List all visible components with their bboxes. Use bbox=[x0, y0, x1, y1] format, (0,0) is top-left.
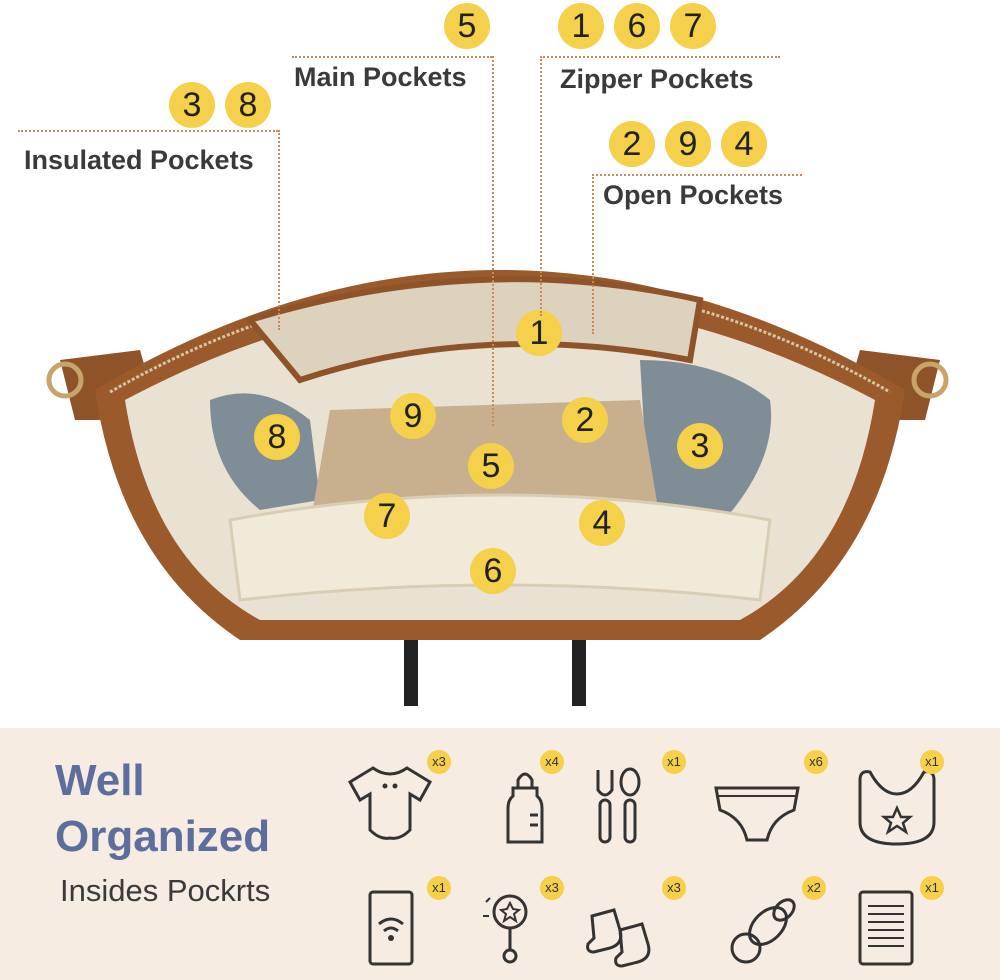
pocket-marker-5: 5 bbox=[468, 443, 514, 489]
count-onesie: x3 bbox=[427, 750, 451, 774]
open-pockets-label: Open Pockets bbox=[603, 180, 784, 210]
left-ring bbox=[46, 361, 84, 399]
zipper-pocket-number-6: 6 bbox=[614, 3, 660, 49]
rattle-icon bbox=[483, 894, 528, 964]
count-pacifier: x2 bbox=[802, 876, 826, 900]
diaper-icon bbox=[714, 786, 800, 842]
baby-onesie-icon bbox=[347, 766, 433, 840]
pacifier-icon bbox=[730, 898, 796, 964]
item-phone: x1 bbox=[352, 876, 462, 976]
item-socks: x3 bbox=[584, 876, 694, 976]
item-bottle: x4 bbox=[480, 750, 590, 850]
item-rattle: x3 bbox=[478, 876, 588, 976]
tablet-icon bbox=[858, 890, 914, 966]
open-pocket-number-9: 9 bbox=[665, 121, 711, 167]
pocket-marker-3: 3 bbox=[677, 423, 723, 469]
count-tablet: x1 bbox=[920, 876, 944, 900]
zipper-pocket-number-1: 1 bbox=[558, 3, 604, 49]
insulated-pocket-number-3: 3 bbox=[169, 82, 215, 128]
panel-subtitle: Insides Pockrts bbox=[60, 873, 271, 908]
count-spoon-fork: x1 bbox=[662, 750, 686, 774]
item-spoon-fork: x1 bbox=[590, 750, 700, 850]
pocket-marker-6: 6 bbox=[470, 548, 516, 594]
panel-title-line1: Well bbox=[55, 756, 145, 805]
panel-title-line2: Organized bbox=[55, 812, 271, 861]
bib-icon bbox=[858, 770, 936, 846]
item-diaper: x6 bbox=[712, 750, 828, 850]
zipper-pocket-number-7: 7 bbox=[670, 3, 716, 49]
open-pocket-number-2: 2 bbox=[609, 121, 655, 167]
zipper-pocket-top bbox=[244, 276, 704, 384]
phone-icon bbox=[368, 890, 414, 966]
item-onesie: x3 bbox=[345, 750, 455, 850]
spoon-fork-icon bbox=[596, 767, 641, 844]
item-bib: x1 bbox=[852, 750, 962, 850]
baby-bottle-icon bbox=[506, 772, 544, 844]
open-pocket-number-4: 4 bbox=[721, 121, 767, 167]
item-tablet: x1 bbox=[852, 876, 962, 976]
socks-icon bbox=[586, 908, 651, 968]
pocket-marker-1: 1 bbox=[516, 310, 562, 356]
pocket-marker-4: 4 bbox=[579, 500, 625, 546]
count-bib: x1 bbox=[920, 750, 944, 774]
insulated-pocket-number-8: 8 bbox=[225, 82, 271, 128]
pocket-marker-9: 9 bbox=[390, 393, 436, 439]
right-ring bbox=[911, 361, 949, 399]
pocket-marker-7: 7 bbox=[364, 493, 410, 539]
item-pacifier: x2 bbox=[724, 876, 834, 976]
count-rattle: x3 bbox=[540, 876, 564, 900]
main-pockets-number: 5 bbox=[444, 3, 490, 49]
insulated-pockets-label: Insulated Pockets bbox=[24, 145, 254, 175]
zipper-pull-left bbox=[404, 640, 418, 706]
count-socks: x3 bbox=[662, 876, 686, 900]
main-pockets-label: Main Pockets bbox=[294, 62, 467, 92]
zipper-pull-right bbox=[572, 640, 586, 706]
zipper-pockets-label: Zipper Pockets bbox=[560, 64, 754, 94]
count-phone: x1 bbox=[427, 876, 451, 900]
organization-panel: Well Organized Insides Pockrts x3 x4 bbox=[0, 728, 1000, 980]
count-bottle: x4 bbox=[540, 750, 564, 774]
pocket-marker-8: 8 bbox=[254, 414, 300, 460]
count-diaper: x6 bbox=[804, 750, 828, 774]
pocket-marker-2: 2 bbox=[562, 397, 608, 443]
